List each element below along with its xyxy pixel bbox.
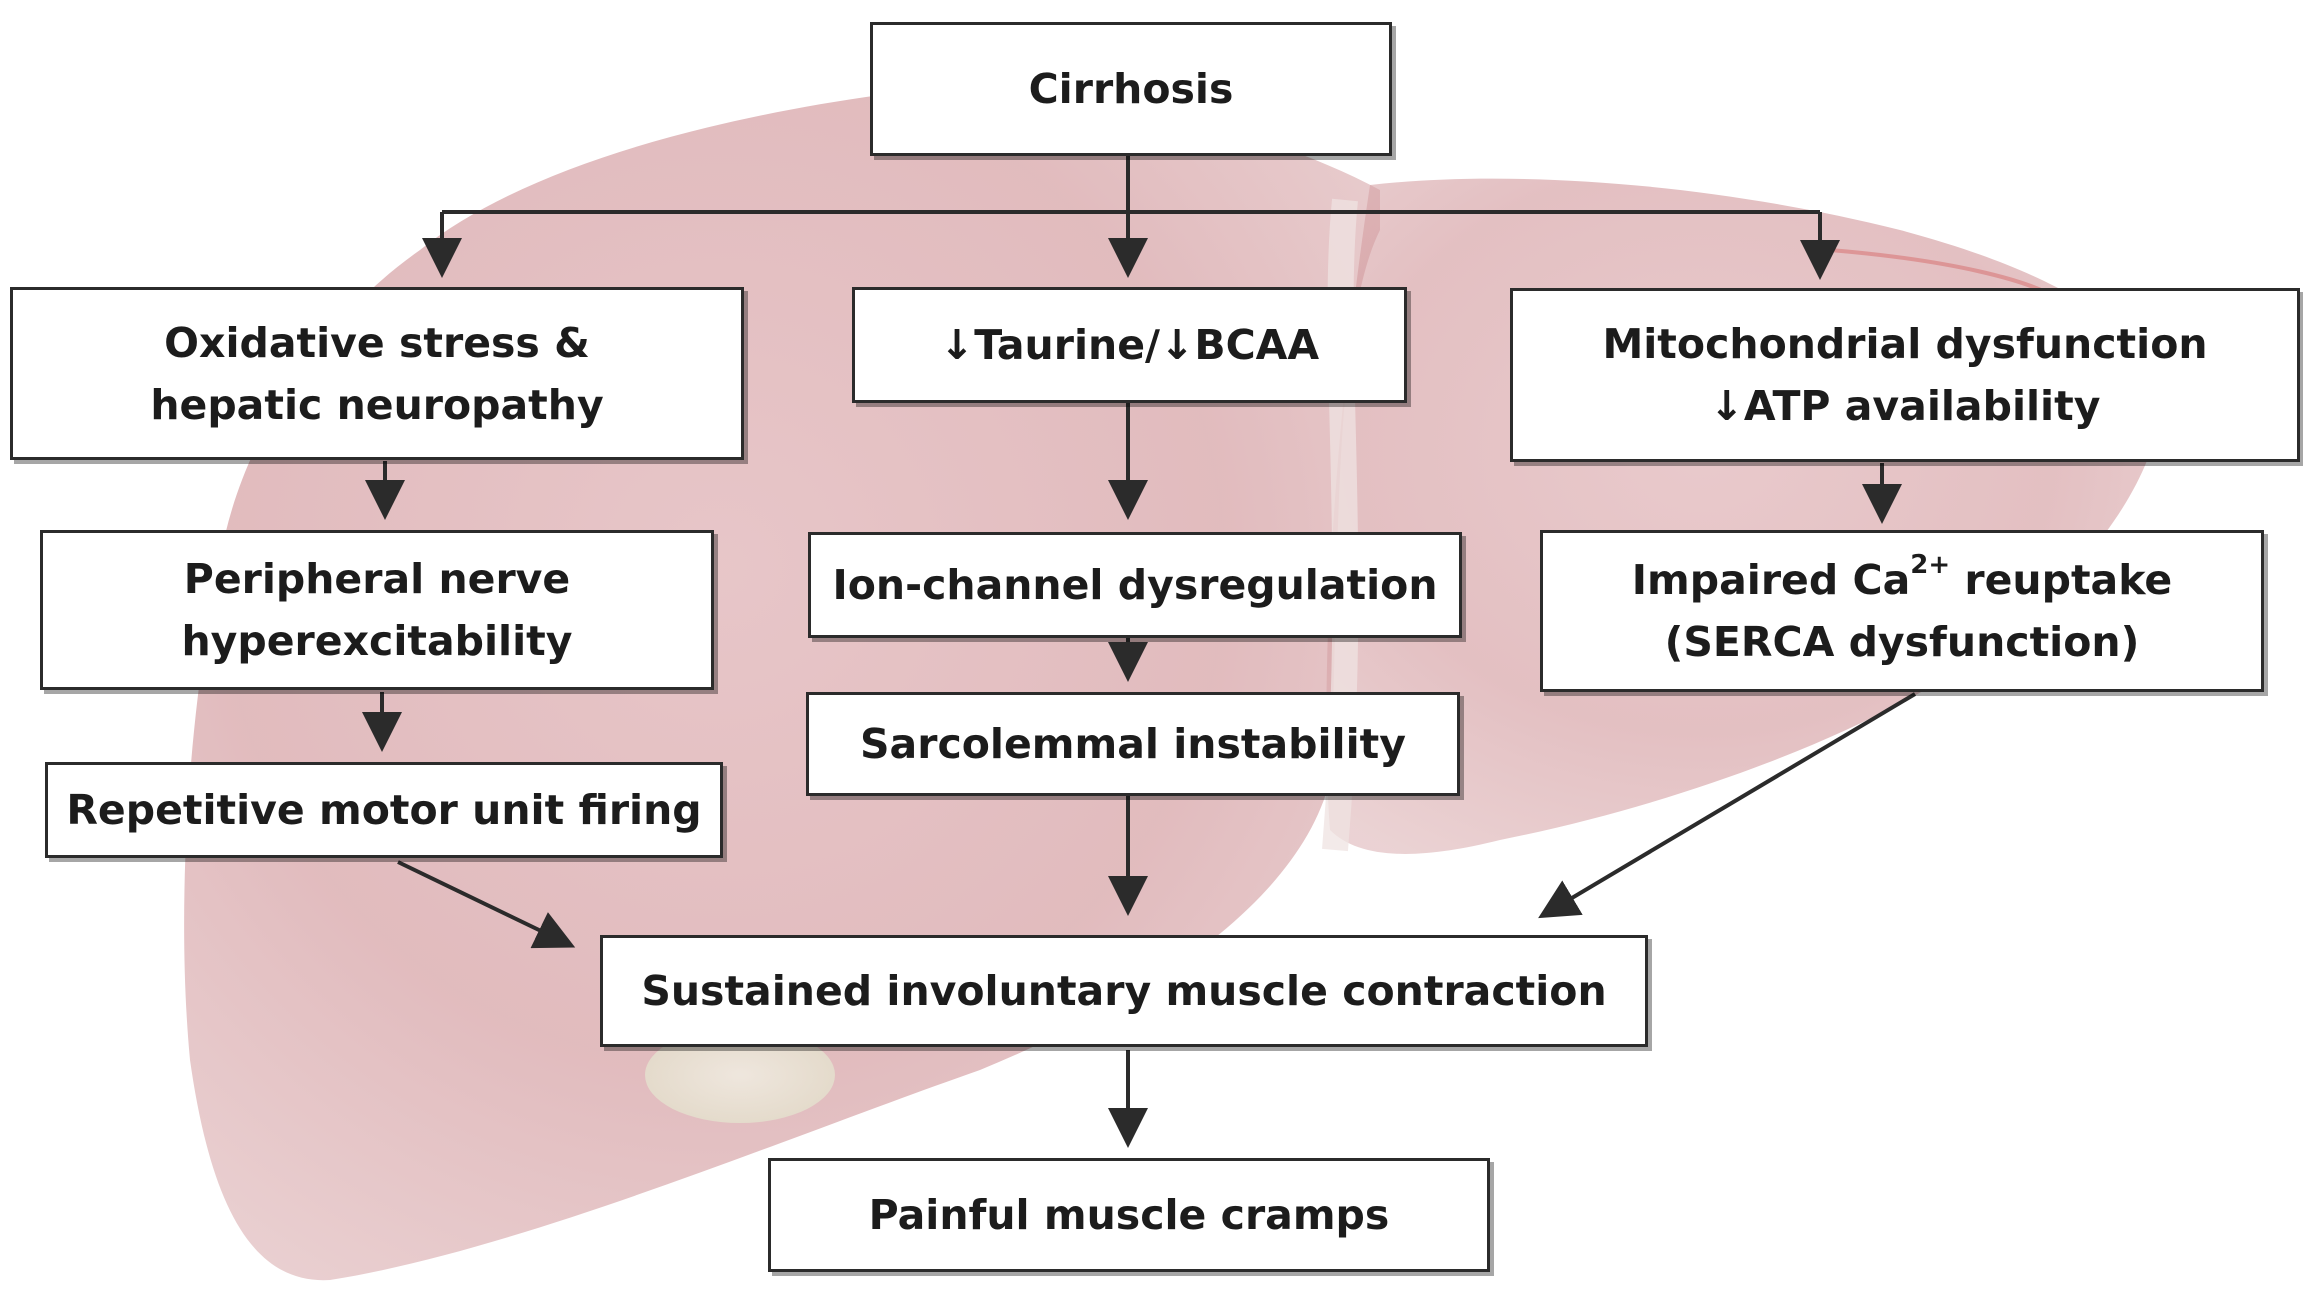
node-painful-label: Painful muscle cramps (868, 1191, 1390, 1239)
node-taurine-bcaa: ↓Taurine/↓BCAA (852, 287, 1407, 403)
node-oxidative-line-2: hepatic neuropathy (150, 380, 604, 429)
node-oxidative-line-1: Oxidative stress & (164, 318, 590, 367)
superscript-2-plus: 2+ (1910, 550, 1951, 581)
node-mito-line-2: ↓ATP availability (1709, 382, 2101, 430)
node-oxidative-stress: Oxidative stress & hepatic neuropathy (10, 287, 744, 460)
node-ionchannel-label: Ion-channel dysregulation (832, 561, 1438, 609)
node-peripheral-line-1: Peripheral nerve (183, 555, 571, 603)
node-cirrhosis-label: Cirrhosis (1028, 65, 1234, 113)
node-calcium-line-2: (SERCA dysfunction) (1664, 618, 2140, 666)
edge-calcium-sustained (1538, 692, 1917, 919)
node-sarcolemmal-label: Sarcolemmal instability (860, 720, 1406, 768)
node-ion-channel-dysregulation: Ion-channel dysregulation (808, 532, 1462, 638)
node-taurine-label: ↓Taurine/↓BCAA (939, 321, 1320, 369)
node-sustained-label: Sustained involuntary muscle contraction (641, 967, 1607, 1015)
node-impaired-calcium-reuptake: Impaired Ca2+ reuptake (SERCA dysfunctio… (1540, 530, 2264, 692)
node-repetitive-label: Repetitive motor unit firing (66, 786, 702, 834)
node-peripheral-nerve: Peripheral nerve hyperexcitability (40, 530, 714, 690)
node-sustained-contraction: Sustained involuntary muscle contraction (600, 935, 1648, 1047)
node-repetitive-motor-firing: Repetitive motor unit firing (45, 762, 723, 858)
node-sarcolemmal-instability: Sarcolemmal instability (806, 692, 1460, 796)
node-calcium-line-1: Impaired Ca2+ reuptake (1631, 550, 2173, 604)
node-peripheral-line-2: hyperexcitability (181, 617, 573, 665)
gallbladder (645, 1027, 835, 1123)
edge-repetitive-sustained (397, 860, 576, 949)
node-mitochondrial-dysfunction: Mitochondrial dysfunction ↓ATP availabil… (1510, 288, 2300, 462)
node-mito-line-1: Mitochondrial dysfunction (1602, 320, 2208, 368)
node-cirrhosis: Cirrhosis (870, 22, 1392, 156)
node-painful-cramps: Painful muscle cramps (768, 1158, 1490, 1272)
